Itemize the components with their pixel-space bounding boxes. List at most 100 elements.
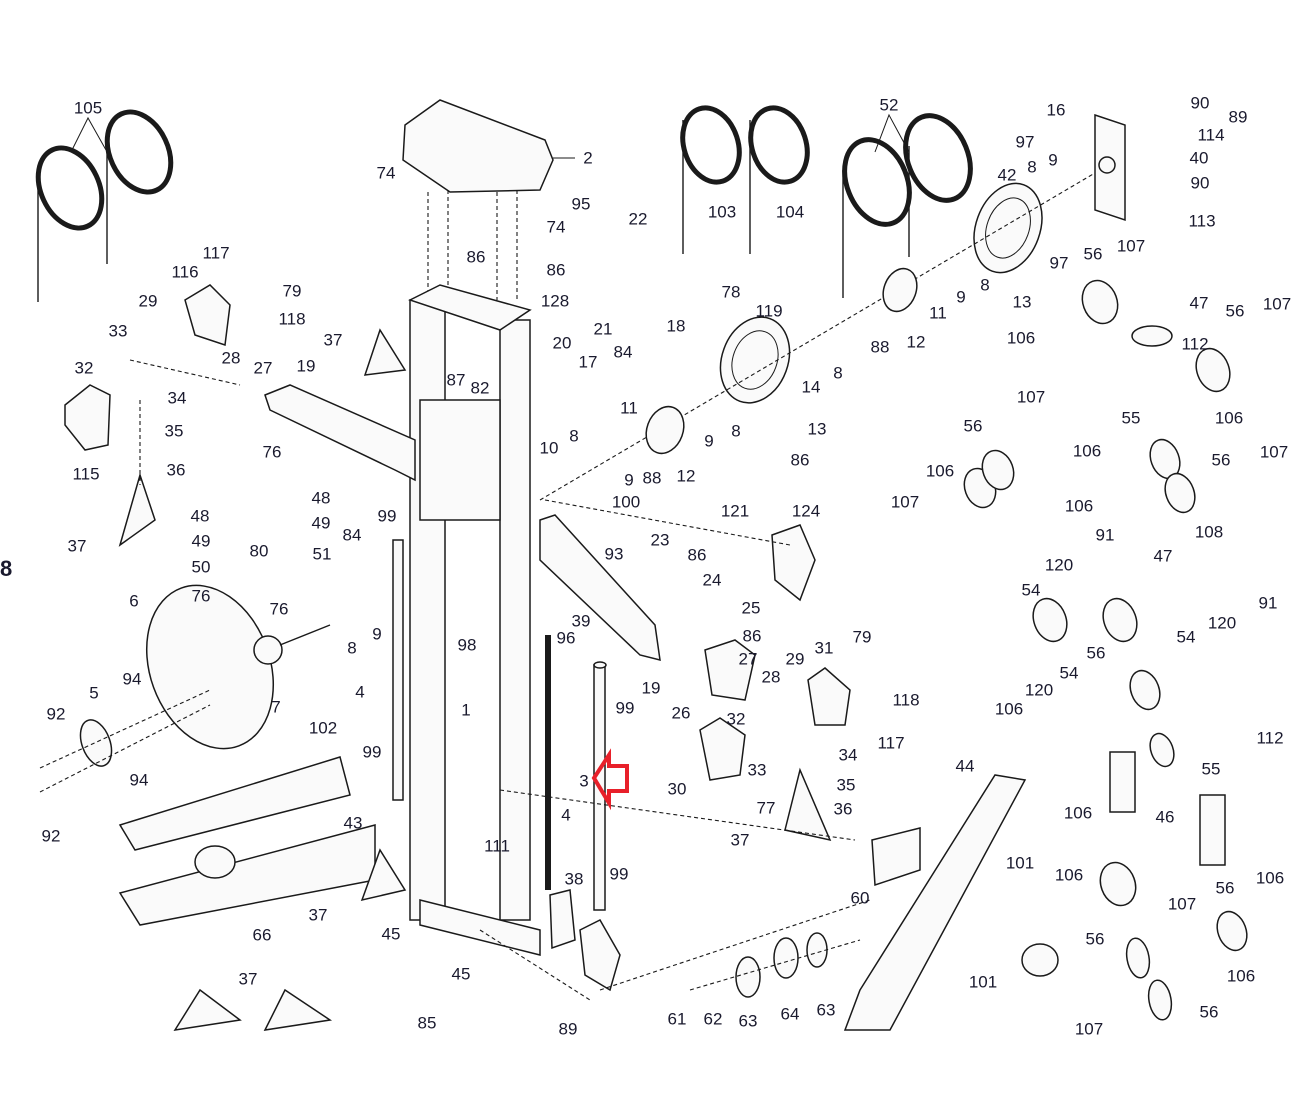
part-callout-79: 79 xyxy=(852,627,872,647)
part-callout-98: 98 xyxy=(457,635,477,655)
part-callout-97: 97 xyxy=(1015,132,1035,152)
part-callout-43: 43 xyxy=(343,813,363,833)
part-callout-35: 35 xyxy=(836,775,856,795)
part-callout-107: 107 xyxy=(1074,1019,1104,1039)
arm-19-left xyxy=(264,384,416,482)
part-callout-8: 8 xyxy=(569,426,579,446)
part-callout-34: 34 xyxy=(167,388,187,408)
part-callout-36: 36 xyxy=(833,799,853,819)
part-callout-92: 92 xyxy=(46,704,66,724)
part-callout-8: 8 xyxy=(1027,157,1037,177)
part-callout-120: 120 xyxy=(1207,613,1237,633)
part-callout-82: 82 xyxy=(470,378,490,398)
pulley-63-64 xyxy=(735,932,828,998)
part-callout-11: 11 xyxy=(620,398,638,418)
part-callout-102: 102 xyxy=(308,718,338,738)
part-callout-18: 18 xyxy=(666,316,686,336)
part-callout-106: 106 xyxy=(1226,966,1256,986)
part-callout-2: 2 xyxy=(583,148,593,168)
part-callout-100: 100 xyxy=(611,492,641,512)
part-callout-56: 56 xyxy=(1211,450,1231,470)
part-callout-66: 66 xyxy=(252,925,272,945)
hub-5 xyxy=(39,689,211,793)
part-callout-108: 108 xyxy=(1194,522,1224,542)
part-callout-90: 90 xyxy=(1190,173,1210,193)
part-callout-74: 74 xyxy=(546,217,566,237)
part-callout-33: 33 xyxy=(108,321,128,341)
pulley-group xyxy=(963,279,1248,1021)
part-callout-89: 89 xyxy=(1228,107,1248,127)
part-callout-88: 88 xyxy=(870,337,890,357)
part-callout-23: 23 xyxy=(650,530,670,550)
guide-rod-4-left xyxy=(392,539,404,801)
part-callout-107: 107 xyxy=(1016,387,1046,407)
part-callout-48: 48 xyxy=(311,488,331,508)
part-callout-19: 19 xyxy=(641,678,661,698)
frame-60 xyxy=(871,827,921,887)
part-callout-114: 114 xyxy=(1197,125,1225,145)
top-cap-2 xyxy=(402,99,575,193)
part-callout-76: 76 xyxy=(191,586,211,606)
part-callout-29: 29 xyxy=(785,649,805,669)
part-callout-107: 107 xyxy=(1116,236,1146,256)
part-callout-79: 79 xyxy=(282,281,302,301)
part-callout-32: 32 xyxy=(726,709,746,729)
part-callout-107: 107 xyxy=(1167,894,1197,914)
part-callout-27: 27 xyxy=(738,649,758,669)
part-callout-93: 93 xyxy=(604,544,624,564)
part-callout-20: 20 xyxy=(552,333,572,353)
part-callout-7: 7 xyxy=(271,697,281,717)
part-callout-44: 44 xyxy=(955,756,975,776)
cable-104 xyxy=(748,105,810,254)
part-callout-106: 106 xyxy=(1072,441,1102,461)
part-callout-91: 91 xyxy=(1095,525,1115,545)
part-callout-119: 119 xyxy=(755,301,783,321)
part-callout-56: 56 xyxy=(1215,878,1235,898)
part-callout-21: 21 xyxy=(593,319,613,339)
part-callout-10: 10 xyxy=(539,438,559,458)
part-callout-8: 8 xyxy=(731,421,741,441)
part-callout-56: 56 xyxy=(1199,1002,1219,1022)
part-callout-106: 106 xyxy=(925,461,955,481)
part-callout-120: 120 xyxy=(1044,555,1074,575)
part-callout-45: 45 xyxy=(451,964,471,984)
part-callout-3: 3 xyxy=(579,771,589,791)
cable-103 xyxy=(680,105,742,254)
part-callout-9: 9 xyxy=(372,624,382,644)
part-callout-8: 8 xyxy=(833,363,843,383)
part-callout-13: 13 xyxy=(807,419,827,439)
arm-19-right xyxy=(539,514,661,661)
frame-44 xyxy=(843,774,1027,1031)
part-callout-9: 9 xyxy=(624,470,634,490)
part-callout-77: 77 xyxy=(756,798,776,818)
part-callout-99: 99 xyxy=(377,506,397,526)
part-callout-17: 17 xyxy=(578,352,598,372)
part-callout-97: 97 xyxy=(1049,253,1069,273)
main-frame-1 xyxy=(408,284,541,956)
part-callout-120: 120 xyxy=(1024,680,1054,700)
plate-12 xyxy=(645,267,918,455)
part-callout-124: 124 xyxy=(791,501,821,521)
part-callout-112: 112 xyxy=(1181,334,1209,354)
part-callout-61: 61 xyxy=(667,1009,687,1029)
part-callout-96: 96 xyxy=(556,628,576,648)
part-callout-45: 45 xyxy=(381,924,401,944)
part-callout-99: 99 xyxy=(609,864,629,884)
part-callout-74: 74 xyxy=(376,163,396,183)
part-callout-55: 55 xyxy=(1201,759,1221,779)
part-callout-49: 49 xyxy=(191,531,211,551)
part-callout-56: 56 xyxy=(1083,244,1103,264)
pulley-119 xyxy=(719,316,791,404)
part-callout-12: 12 xyxy=(906,332,926,352)
handle-37 xyxy=(118,328,832,1031)
part-callout-14: 14 xyxy=(801,377,821,397)
part-callout-4: 4 xyxy=(355,682,365,702)
part-callout-16: 16 xyxy=(1046,100,1066,120)
part-callout-84: 84 xyxy=(613,342,633,362)
part-callout-62: 62 xyxy=(703,1009,723,1029)
part-callout-30: 30 xyxy=(667,779,687,799)
part-callout-86: 86 xyxy=(687,545,707,565)
part-callout-106: 106 xyxy=(1006,328,1036,348)
part-callout-37: 37 xyxy=(67,536,87,556)
